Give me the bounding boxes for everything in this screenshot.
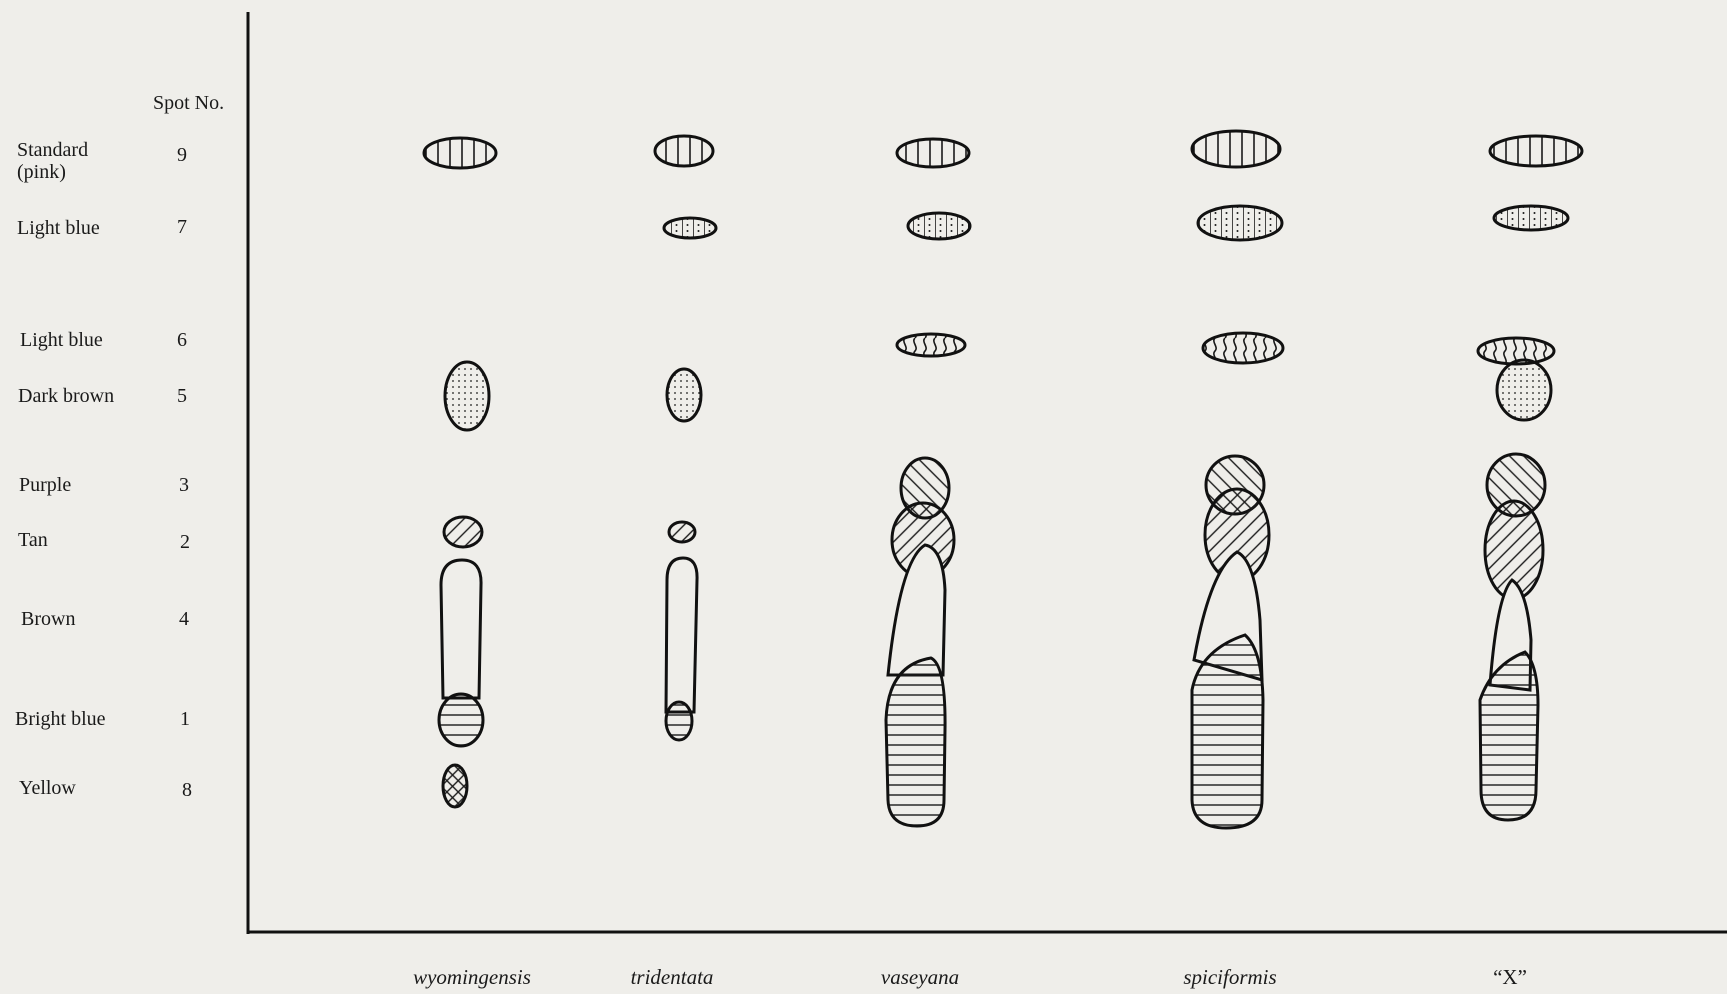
spot-4-tridentata	[666, 558, 697, 712]
spot-1-vaseyana	[886, 658, 945, 826]
spot-8-wyomingensis	[443, 765, 467, 807]
spot-7-spiciformis	[1198, 206, 1282, 240]
spot-6-vaseyana	[897, 334, 965, 356]
spot-4-wyomingensis	[441, 560, 481, 698]
spot-5-tridentata	[667, 369, 701, 421]
spot-9-tridentata	[655, 136, 713, 166]
spot-5-x	[1497, 360, 1551, 420]
spot-1-spiciformis	[1192, 635, 1263, 828]
spot-7-x	[1494, 206, 1568, 230]
spot-1-x	[1480, 652, 1538, 820]
spot-1-wyomingensis	[439, 694, 483, 746]
spot-2-wyomingensis	[444, 517, 482, 547]
spot-2-tridentata	[669, 522, 695, 542]
spot-9-x	[1490, 136, 1582, 166]
spot-6-spiciformis	[1203, 333, 1283, 363]
spot-4-vaseyana	[888, 545, 945, 675]
spot-7-tridentata	[664, 218, 716, 238]
spot-7-vaseyana	[908, 213, 970, 239]
spot-1-tridentata	[666, 702, 692, 740]
spot-9-vaseyana	[897, 139, 969, 167]
spot-9-spiciformis	[1192, 131, 1280, 167]
spot-9-wyomingensis	[424, 138, 496, 168]
spot-5-wyomingensis	[445, 362, 489, 430]
